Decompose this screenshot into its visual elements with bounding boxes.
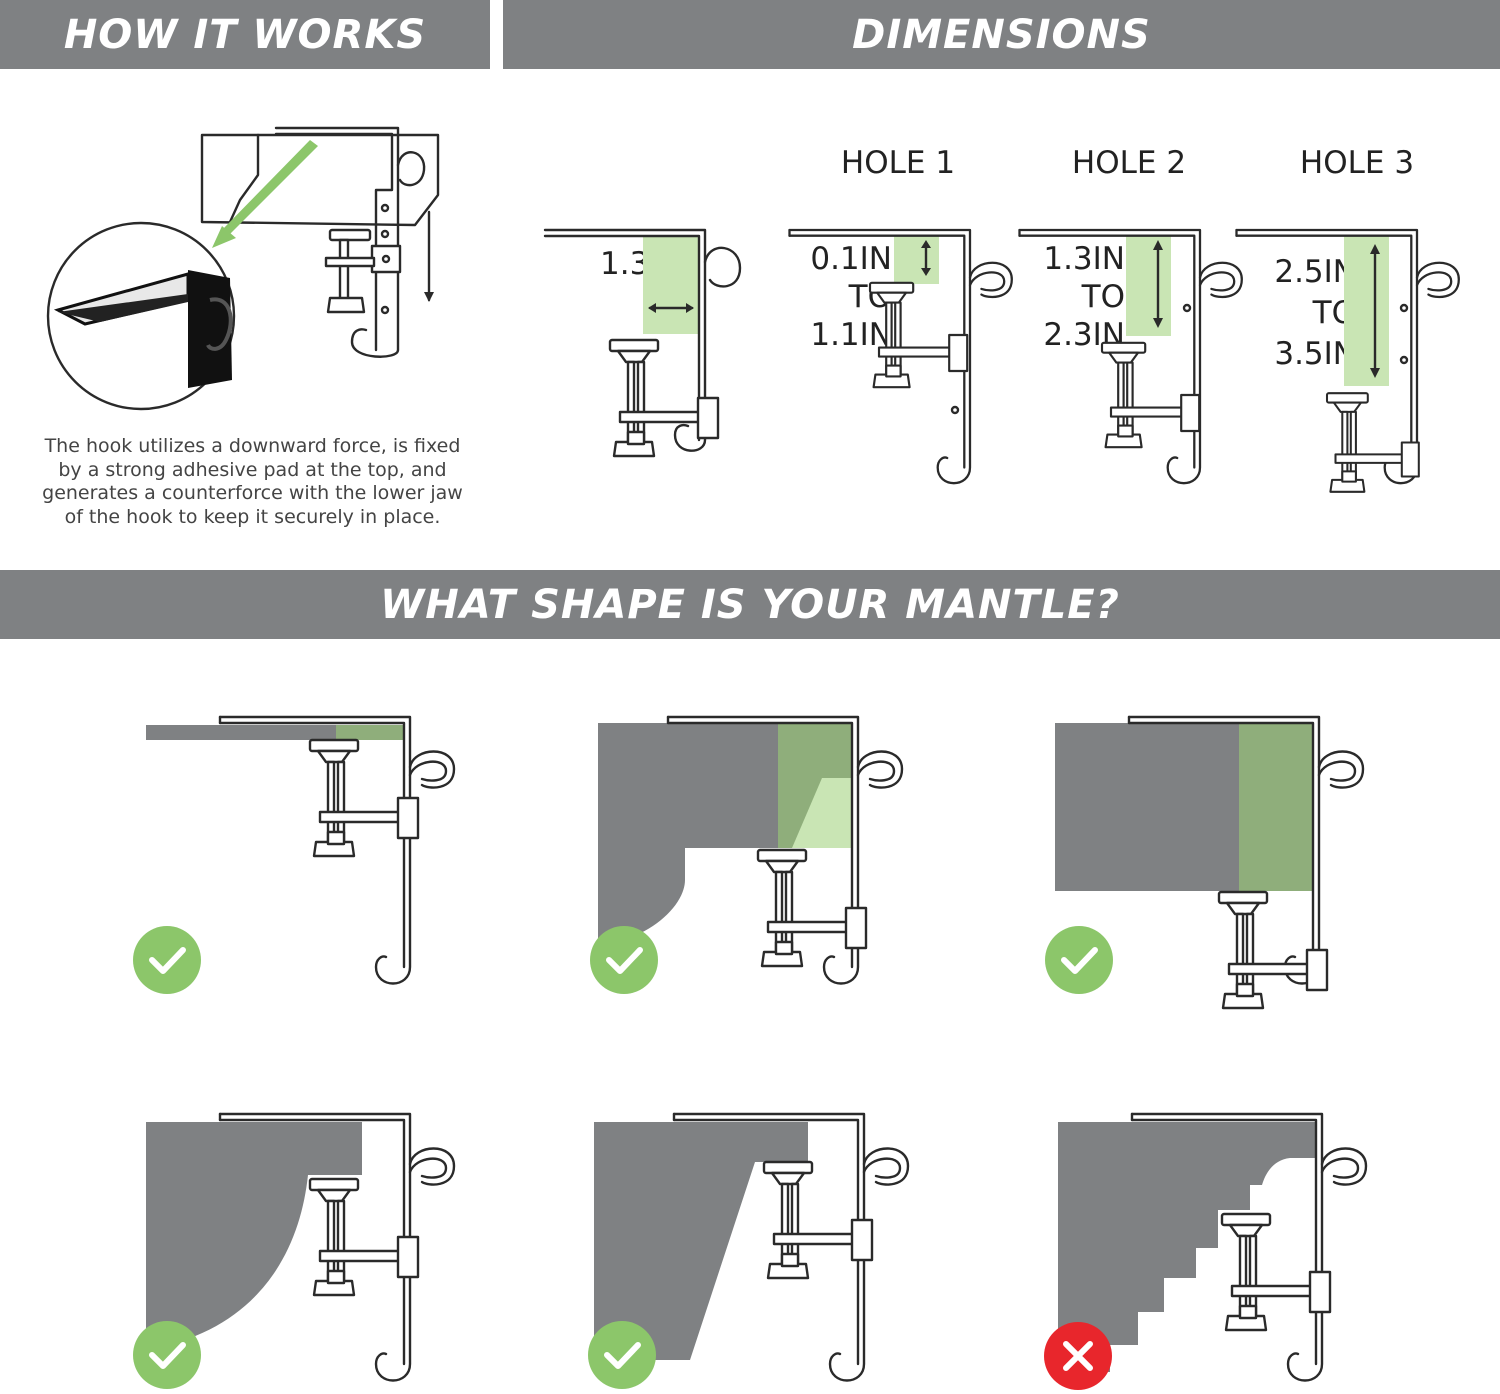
x-icon [1044, 1322, 1112, 1390]
hole-2-min: 1.3IN [1043, 241, 1125, 277]
hole-3-title: HOLE 3 [1299, 145, 1415, 181]
check-icon [133, 1321, 201, 1389]
hole-2-diagram [1018, 228, 1243, 485]
mantle-shape-banner: WHAT SHAPE IS YOUR MANTLE? [0, 570, 1500, 639]
hole-1-diagram [788, 228, 1013, 485]
hole-2-to: TO [1081, 279, 1125, 315]
dimensions-title: DIMENSIONS [852, 11, 1151, 58]
check-icon [133, 926, 201, 994]
check-icon [590, 926, 658, 994]
mantle-shape-title: WHAT SHAPE IS YOUR MANTLE? [380, 581, 1120, 628]
hole-2-range: 1.3IN TO 2.3IN [1033, 240, 1125, 354]
hole-2-title: HOLE 2 [1071, 145, 1187, 181]
hole-3-max: 3.5IN [1274, 336, 1356, 372]
mantle-shape-slanted-profile [588, 1112, 910, 1389]
hole-1-title: HOLE 1 [840, 145, 956, 181]
depth-diagram [543, 228, 742, 458]
mantle-shape-cove-profile [590, 715, 904, 994]
mantle-shape-curved-profile [133, 1112, 456, 1389]
mantle-shape-square-thick [1045, 715, 1365, 1010]
hole-3-min: 2.5IN [1274, 254, 1356, 290]
how-it-works-caption: The hook utilizes a downward force, is f… [42, 435, 463, 528]
mantle-shape-thin-shelf [133, 715, 456, 994]
how-it-works-banner: HOW IT WORKS [0, 0, 490, 69]
dimensions-banner: DIMENSIONS [503, 0, 1500, 69]
check-icon [1045, 926, 1113, 994]
hole-3-diagram [1235, 228, 1460, 493]
how-it-works-title: HOW IT WORKS [63, 11, 427, 58]
how-it-works-diagram [46, 126, 440, 411]
check-icon [588, 1321, 656, 1389]
mantle-shape-stepped-profile [1044, 1112, 1368, 1390]
hole-1-min: 0.1IN [810, 241, 892, 277]
